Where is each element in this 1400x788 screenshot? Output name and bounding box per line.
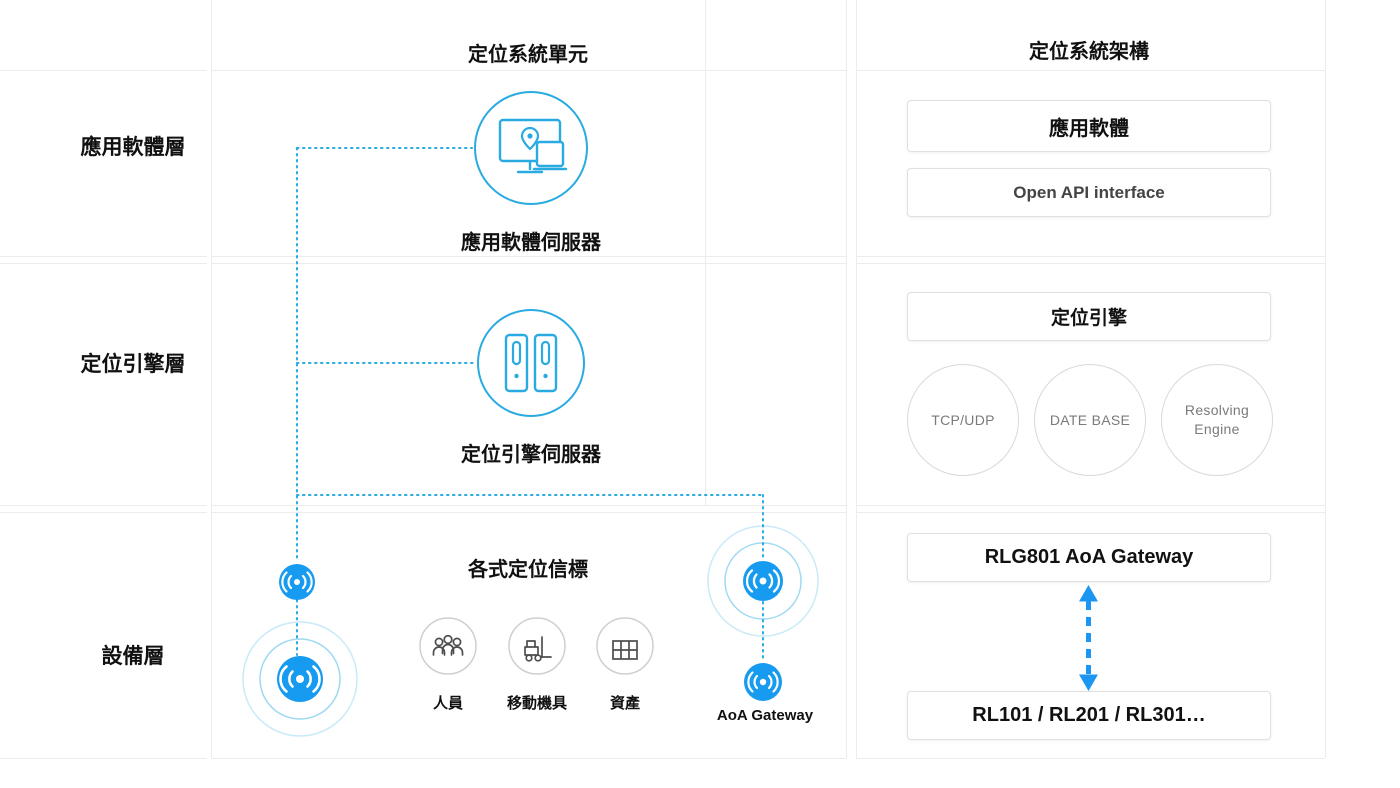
aoa-gateway-label: AoA Gateway <box>716 707 814 724</box>
database-label: DATE BASE <box>1049 411 1131 428</box>
layer-label-application: 應用軟體層 <box>80 136 186 159</box>
app-software-box: 應用軟體 <box>907 100 1271 152</box>
resolving-engine-label: Resolving Engine <box>1184 402 1250 437</box>
divider-line <box>211 505 846 506</box>
divider-line <box>0 505 207 506</box>
divider-line <box>856 70 1325 71</box>
divider-line <box>856 0 857 758</box>
layer-label-engine: 定位引擎層 <box>80 353 186 376</box>
tcp-udp-circle: TCP/UDP <box>907 364 1019 476</box>
right-panel-title: 定位系統架構 <box>1029 41 1149 63</box>
divider-line <box>856 512 1325 513</box>
beacon-icon <box>275 560 319 604</box>
tags-box: RL101 / RL201 / RL301… <box>907 691 1271 740</box>
open-api-box: Open API interface <box>907 168 1271 217</box>
divider-line <box>856 263 1325 264</box>
app-server-label: 應用軟體伺服器 <box>461 232 601 254</box>
aoa-gateway-beacon-icon <box>741 660 785 704</box>
divider-line <box>856 505 1325 506</box>
divider-line <box>0 256 207 257</box>
beacon-ripple-icon <box>235 614 365 744</box>
beacon-item-label: 人員 <box>432 695 463 712</box>
double-arrow-icon <box>1072 584 1105 692</box>
divider-line <box>0 263 207 264</box>
divider-line <box>211 256 846 257</box>
tcp-udp-label: TCP/UDP <box>931 411 995 428</box>
divider-line <box>0 512 207 513</box>
engine-server-icon <box>476 308 586 418</box>
database-circle: DATE BASE <box>1034 364 1146 476</box>
beacon-item-label: 移動機具 <box>506 695 567 712</box>
positioning-engine-box: 定位引擎 <box>907 292 1271 341</box>
people-icon <box>419 617 477 675</box>
beacon-item-label: 資產 <box>609 695 640 712</box>
divider-line <box>211 758 846 759</box>
beacons-title: 各式定位信標 <box>468 559 588 581</box>
divider-line <box>0 70 207 71</box>
rlg801-gateway-box: RLG801 AoA Gateway <box>907 533 1271 582</box>
resolving-engine-circle: Resolving Engine <box>1161 364 1273 476</box>
divider-line <box>846 0 847 758</box>
assets-icon <box>596 617 654 675</box>
divider-line <box>1325 0 1326 758</box>
divider-line <box>856 758 1325 759</box>
divider-line <box>705 0 706 505</box>
engine-server-label: 定位引擎伺服器 <box>461 444 601 466</box>
divider-line <box>211 0 212 758</box>
divider-line <box>211 512 846 513</box>
middle-panel-title: 定位系統單元 <box>468 44 588 66</box>
divider-line <box>0 758 207 759</box>
layer-label-device: 設備層 <box>101 645 165 668</box>
beacon-ripple-icon <box>698 516 828 646</box>
app-server-icon <box>473 90 589 206</box>
divider-line <box>211 70 846 71</box>
forklift-icon <box>508 617 566 675</box>
divider-line <box>211 263 846 264</box>
divider-line <box>856 256 1325 257</box>
